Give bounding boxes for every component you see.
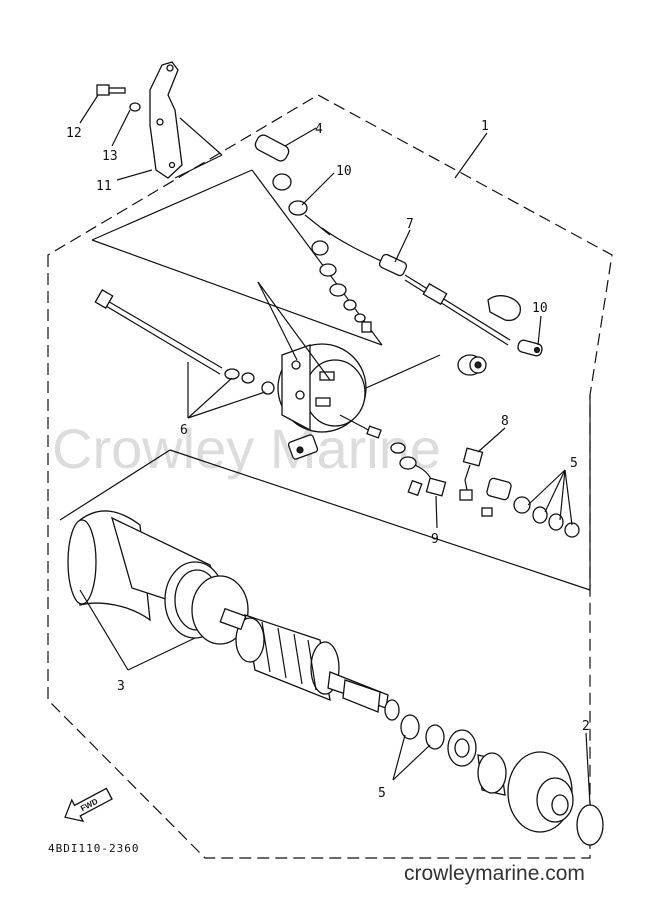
assembly-outline: [47, 94, 613, 859]
brush-plate-group: [339, 414, 580, 538]
bracket-group: [96, 61, 223, 179]
callout-6: 6: [180, 423, 188, 438]
end-cover-group: [91, 169, 487, 460]
callout-11: 11: [96, 179, 112, 194]
armature: [219, 607, 389, 713]
callout-7: 7: [406, 217, 414, 232]
callout-3: 3: [117, 679, 125, 694]
brush-8: [462, 447, 484, 467]
callout-5-bottom: 5: [378, 786, 386, 801]
drive-group: [384, 699, 604, 846]
terminal-lead-group: [254, 134, 543, 357]
cap-4: [254, 134, 290, 162]
callout-4: 4: [315, 122, 323, 137]
callout-2: 2: [582, 719, 590, 734]
yoke-housing-group: [59, 395, 591, 645]
site-url: crowleymarine.com: [404, 862, 585, 885]
callout-13: 13: [102, 149, 118, 164]
callout-5-top: 5: [570, 456, 578, 471]
washer-13: [129, 102, 141, 112]
bolt-12: [96, 84, 126, 96]
callout-10-right: 10: [532, 301, 548, 316]
leader-lines: [79, 94, 591, 806]
cap-2: [576, 804, 604, 846]
diagram-code: 4BDI110-2360: [48, 842, 139, 855]
fwd-arrow: FWD: [64, 787, 113, 823]
watermark-text: Crowley Marine: [52, 417, 441, 480]
callout-9: 9: [431, 532, 439, 547]
callout-10-top: 10: [336, 164, 352, 179]
callout-8: 8: [501, 414, 509, 429]
callout-12: 12: [66, 126, 82, 141]
callout-1: 1: [481, 119, 489, 134]
